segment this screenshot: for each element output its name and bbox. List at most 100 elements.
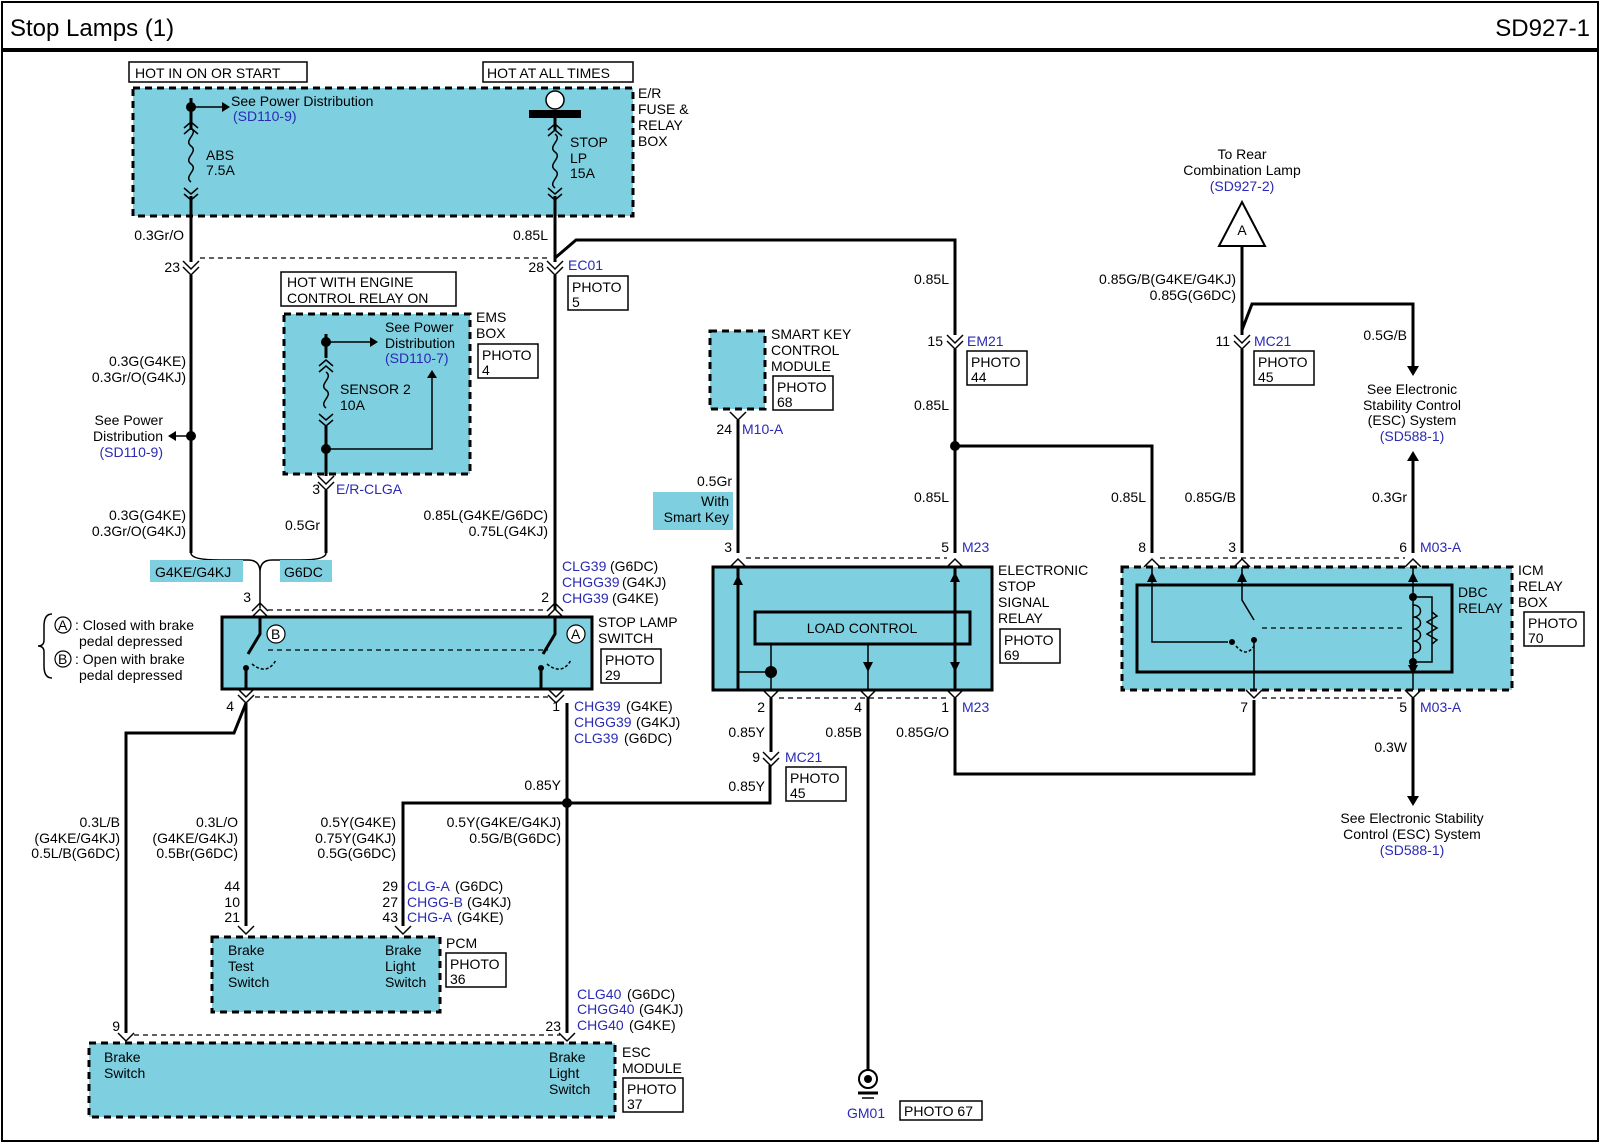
see-esc-label: (ESC) System — [1368, 412, 1457, 428]
photo-label: PHOTO — [790, 770, 840, 786]
pin-number: 29 — [382, 878, 398, 894]
ess-relay-label: SIGNAL — [998, 594, 1050, 610]
photo-label: PHOTO — [627, 1081, 677, 1097]
variant-label: (G6DC) — [627, 986, 675, 1002]
pin-number: 7 — [1240, 699, 1248, 715]
brake-switch-label: Brake — [104, 1049, 141, 1065]
dbc-relay — [1135, 583, 1454, 674]
smart-key-module-label: MODULE — [771, 358, 831, 374]
connector-chgg39[interactable]: CHGG39 — [562, 574, 620, 590]
pin-number: 23 — [164, 259, 180, 275]
wire-label: 0.5G(G6DC) — [317, 845, 396, 861]
wire-label: 0.5Y(G4KE/G4KJ) — [447, 814, 561, 830]
variant-label: (G4KJ) — [467, 894, 511, 910]
connector-m03-a[interactable]: M03-A — [1420, 539, 1462, 555]
variant-label: G4KE/G4KJ — [155, 564, 231, 580]
photo-label: PHOTO — [777, 379, 827, 395]
pin-number: 2 — [757, 699, 765, 715]
connector-m23[interactable]: M23 — [962, 539, 989, 555]
sd110-9-link[interactable]: (SD110-9) — [233, 108, 297, 124]
hot-with-engine-relay-label: CONTROL RELAY ON — [287, 290, 428, 306]
variant-label: (G4KJ) — [636, 714, 680, 730]
stop-lp-fuse-label: 15A — [570, 165, 596, 181]
smart-key-module-label: SMART KEY — [771, 326, 852, 342]
variant-label: (G4KE) — [457, 909, 504, 925]
connector-mc21[interactable]: MC21 — [1254, 333, 1292, 349]
wire-label: 0.3Gr/O(G4KJ) — [92, 369, 186, 385]
connector-mc21[interactable]: MC21 — [785, 749, 823, 765]
ems-box-label: BOX — [476, 325, 506, 341]
brake-switch-label: Switch — [104, 1065, 145, 1081]
smart-key-control-module — [708, 329, 767, 411]
connector-chg-a[interactable]: CHG-A — [407, 909, 453, 925]
see-esc-label: Stability Control — [1363, 397, 1461, 413]
sd588-1-link[interactable]: (SD588-1) — [1380, 428, 1445, 444]
smart-key-module-label: CONTROL — [771, 342, 840, 358]
sd588-1-link[interactable]: (SD588-1) — [1380, 842, 1445, 858]
connector-ec01[interactable]: EC01 — [568, 257, 603, 273]
wire-label: 0.85L — [513, 227, 548, 243]
wire-label: 0.85G(G6DC) — [1150, 287, 1236, 303]
esc-module-label: MODULE — [622, 1060, 682, 1076]
wire-label: 0.85B — [825, 724, 862, 740]
wire-label: 0.85G/B — [1185, 489, 1236, 505]
ess-relay-label: ELECTRONIC — [998, 562, 1088, 578]
connector-er-clga[interactable]: E/R-CLGA — [336, 481, 403, 497]
connector-chgg39[interactable]: CHGG39 — [574, 714, 632, 730]
pin-number: 9 — [752, 749, 760, 765]
brake-light-switch-label: Switch — [385, 974, 426, 990]
connector-m10-a[interactable]: M10-A — [742, 421, 784, 437]
brake-light-switch-label: Brake — [549, 1049, 586, 1065]
photo-label: PHOTO — [450, 956, 500, 972]
wire-label: 0.3W — [1374, 739, 1407, 755]
er-fuse-box-label: FUSE & — [638, 101, 689, 117]
connector-clg40[interactable]: CLG40 — [577, 986, 622, 1002]
ground-gm01[interactable]: GM01 — [847, 1105, 885, 1121]
load-control-block — [753, 610, 972, 646]
esc-module-box — [87, 1041, 617, 1119]
wire-label: 0.5Gr — [285, 517, 320, 533]
brake-test-switch-label: Test — [228, 958, 254, 974]
connector-chgg40[interactable]: CHGG40 — [577, 1001, 635, 1017]
brake-light-switch-label: Brake — [385, 942, 422, 958]
see-esc-label: See Electronic Stability — [1340, 810, 1483, 826]
pin-number: 23 — [545, 1018, 561, 1034]
photo-number: 45 — [790, 785, 806, 801]
connector-chg40[interactable]: CHG40 — [577, 1017, 624, 1033]
connector-chg39[interactable]: CHG39 — [574, 698, 621, 714]
photo-label: PHOTO — [971, 354, 1021, 370]
connector-m23[interactable]: M23 — [962, 699, 989, 715]
connector-chgg-b[interactable]: CHGG-B — [407, 894, 463, 910]
connector-clg-a[interactable]: CLG-A — [407, 878, 450, 894]
connector-clg39[interactable]: CLG39 — [574, 730, 619, 746]
stop-lamp-switch-label: STOP LAMP — [598, 614, 678, 630]
wire-label: (G4KE/G4KJ) — [152, 830, 238, 846]
sensor2-fuse-amp: 10A — [340, 397, 366, 413]
stop-lp-fuse-icon — [552, 133, 558, 189]
wire-label: 0.3Gr/O — [134, 227, 184, 243]
legend-b-text: pedal depressed — [79, 667, 183, 683]
wire-label: 0.3L/O — [196, 814, 238, 830]
sd927-2-link[interactable]: (SD927-2) — [1210, 178, 1275, 194]
sd110-7-link[interactable]: (SD110-7) — [385, 350, 449, 366]
legend-b-text: : Open with brake — [75, 651, 185, 667]
sd110-9-link[interactable]: (SD110-9) — [99, 444, 163, 460]
load-control-label: LOAD CONTROL — [807, 620, 918, 636]
pin-number: 4 — [226, 698, 234, 714]
connector-m03-a[interactable]: M03-A — [1420, 699, 1462, 715]
pin-number: 9 — [112, 1018, 120, 1034]
esc-module-label: ESC — [622, 1044, 651, 1060]
connector-chg39[interactable]: CHG39 — [562, 590, 609, 606]
ems-box — [282, 312, 472, 476]
brake-light-switch-label: Light — [385, 958, 415, 974]
sensor2-fuse-icon — [323, 371, 329, 409]
wire-label: 0.85G/O — [896, 724, 949, 740]
ess-relay-label: STOP — [998, 578, 1036, 594]
connector-em21[interactable]: EM21 — [967, 333, 1004, 349]
photo-label: PHOTO — [1004, 632, 1054, 648]
connector-clg39[interactable]: CLG39 — [562, 558, 607, 574]
pin-number: 21 — [224, 909, 240, 925]
hot-with-engine-relay-label: HOT WITH ENGINE — [287, 274, 414, 290]
connector-a-label: A — [1237, 222, 1247, 238]
